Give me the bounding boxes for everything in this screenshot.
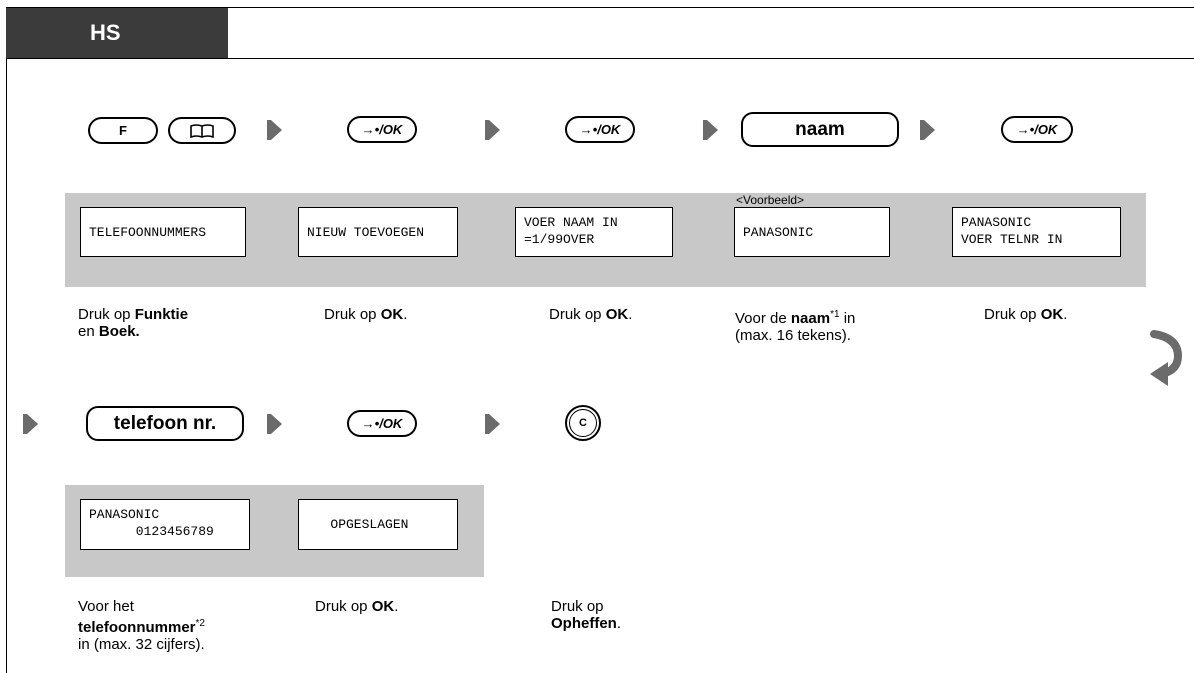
flow-arrow-icon bbox=[23, 414, 38, 434]
example-label: <Voorbeeld> bbox=[736, 193, 805, 207]
continue-arrow-icon bbox=[1150, 330, 1183, 386]
step-caption: Druk op OK. bbox=[324, 306, 408, 323]
book-icon bbox=[190, 123, 214, 138]
clear-key[interactable]: C bbox=[565, 405, 601, 441]
frame-left-border bbox=[6, 7, 7, 673]
hs-tab: HS bbox=[6, 8, 228, 58]
flow-arrow-icon bbox=[485, 414, 500, 434]
phonebook-key[interactable] bbox=[168, 117, 236, 144]
naam-key[interactable]: naam bbox=[741, 112, 899, 147]
flow-arrow-icon bbox=[485, 120, 500, 140]
lcd-display: TELEFOONNUMMERS bbox=[80, 207, 246, 257]
flow-arrow-icon bbox=[267, 414, 282, 434]
ok-key[interactable]: →•/OK bbox=[347, 410, 417, 437]
step-caption: Druk op OK. bbox=[549, 306, 633, 323]
step-caption: Druk op OK. bbox=[984, 306, 1068, 323]
lcd-display: PANASONIC 0123456789 bbox=[80, 499, 250, 550]
ok-key[interactable]: →•/OK bbox=[347, 116, 417, 143]
step-caption: Voor de naam*1 in(max. 16 tekens). bbox=[735, 309, 856, 344]
flow-arrow-icon bbox=[703, 120, 718, 140]
hs-label: HS bbox=[90, 20, 121, 45]
lcd-display: OPGESLAGEN bbox=[298, 499, 458, 550]
lcd-display: NIEUW TOEVOEGEN bbox=[298, 207, 458, 257]
lcd-display: VOER NAAM IN=1/99OVER bbox=[515, 207, 673, 257]
flow-arrow-icon bbox=[920, 120, 935, 140]
step-caption: Druk op OK. bbox=[315, 598, 399, 615]
telefoon-key[interactable]: telefoon nr. bbox=[86, 406, 244, 441]
function-key[interactable]: F bbox=[88, 117, 158, 144]
ok-key[interactable]: →•/OK bbox=[1001, 116, 1073, 143]
frame-top-border bbox=[6, 7, 1194, 8]
flow-arrow-icon bbox=[267, 120, 282, 140]
ok-key[interactable]: →•/OK bbox=[565, 116, 635, 143]
header-rule bbox=[6, 58, 1194, 59]
lcd-display: PANASONIC bbox=[734, 207, 890, 257]
